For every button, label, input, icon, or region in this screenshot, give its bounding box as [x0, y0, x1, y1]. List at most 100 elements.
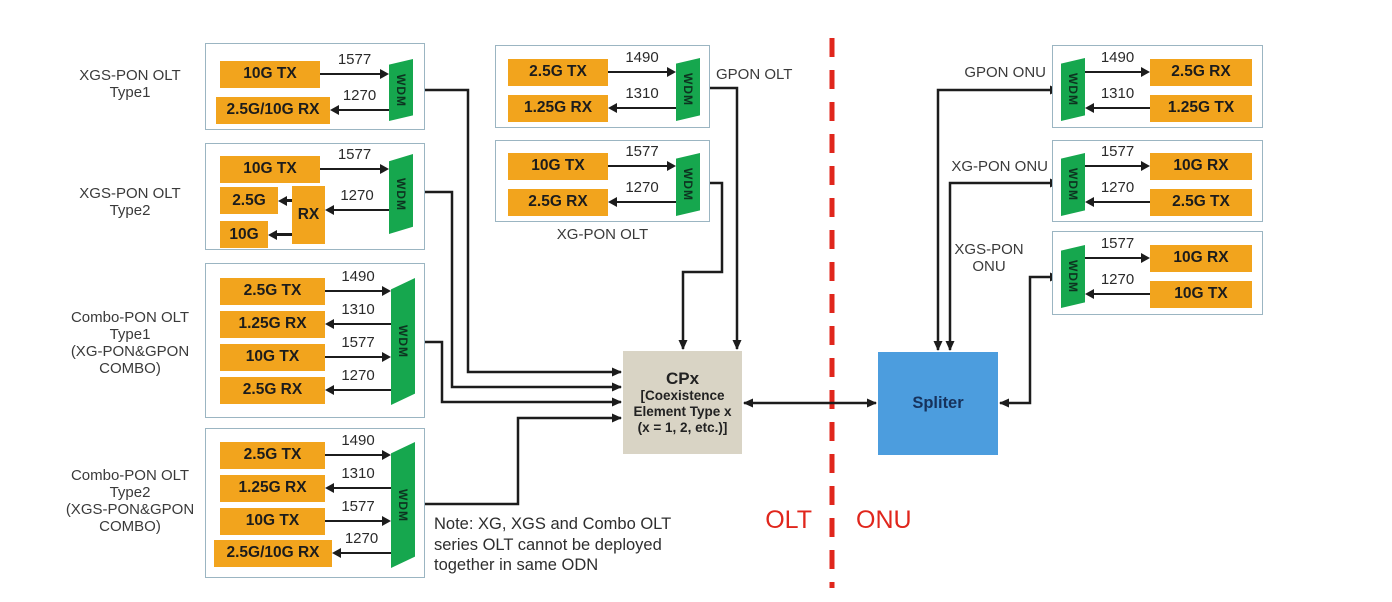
arrow-xgs-pon-olt-type2-rx-line	[334, 208, 389, 212]
wavelength-xgs-pon-olt-type1-1: 1270	[342, 87, 377, 104]
wavelength-combo-pon-olt-type2-2: 1577	[341, 498, 375, 515]
arrow-xgs-pon-olt-type2-out-1-head	[268, 229, 277, 240]
arrow-xg-pon-onu-1-head	[1085, 197, 1094, 207]
divider-olt-label: OLT	[765, 506, 812, 534]
arrow-combo-pon-olt-type2-3-head	[332, 548, 341, 558]
arrow-combo-pon-olt-type2-1-head	[325, 483, 334, 493]
module-xg-pon-onu-1: 2.5G TX	[1150, 188, 1252, 216]
connector-combo2-to-cpx	[416, 413, 622, 506]
module-xgs-pon-olt-type2-out-0: 2.5G	[220, 187, 278, 214]
cpx-box: CPx [Coexistence Element Type x (x = 1, …	[623, 351, 742, 454]
arrow-gpon-olt-0-head	[667, 67, 676, 77]
arrow-xgs-pon-olt-type2-0-head	[380, 164, 389, 174]
wavelength-xgs-pon-olt-type1-0: 1577	[337, 51, 372, 68]
wavelength-combo-pon-olt-type1-0: 1490	[341, 268, 375, 285]
arrow-xgs-pon-onu-1-line	[1094, 292, 1150, 296]
connector-combo1-to-cpx	[415, 337, 622, 407]
module-xgs-pon-olt-type1-0: 10G TX	[220, 60, 320, 88]
connector-splitter-to-xg-pon-onu	[945, 178, 1060, 351]
wavelength-gpon-olt-0: 1490	[625, 49, 659, 66]
arrow-xg-pon-onu-0-head	[1141, 161, 1150, 171]
wavelength-gpon-onu-0: 1490	[1100, 49, 1135, 66]
module-xg-pon-olt-1: 2.5G RX	[508, 188, 608, 216]
wdm-shape: WDM	[1061, 245, 1085, 308]
wavelength-xgs-pon-olt-type2-0: 1577	[337, 146, 372, 163]
cpx-subtitle: [Coexistence Element Type x (x = 1, 2, e…	[633, 388, 732, 435]
arrow-combo-pon-olt-type1-2-head	[382, 352, 391, 362]
connector-gpon-olt-to-cpx	[700, 83, 742, 350]
arrow-combo-pon-olt-type1-1-line	[334, 322, 391, 326]
connector-splitter-to-gpon-onu	[933, 85, 1060, 351]
module-combo-pon-olt-type2-2: 10G TX	[220, 507, 325, 535]
module-combo-pon-olt-type2-1: 1.25G RX	[220, 474, 325, 502]
arrow-gpon-olt-0-line	[608, 70, 667, 74]
wdm-shape: WDM	[389, 154, 413, 234]
wdm-label: WDM	[681, 168, 695, 201]
wdm-label: WDM	[1066, 73, 1080, 106]
xgs-pon-olt-type1-label: XGS-PON OLT Type1	[79, 67, 181, 101]
connector-xg-pon-olt-to-cpx	[678, 178, 724, 350]
module-xgs-pon-onu-1: 10G TX	[1150, 280, 1252, 308]
module-gpon-olt-1: 1.25G RX	[508, 94, 608, 122]
wdm-shape: WDM	[676, 58, 700, 121]
wdm-label: WDM	[396, 325, 410, 358]
wavelength-xgs-pon-olt-type2-rx: 1270	[340, 187, 374, 204]
note-text: Note: XG, XGS and Combo OLT series OLT c…	[434, 515, 672, 574]
module-combo-pon-olt-type1-0: 2.5G TX	[220, 277, 325, 305]
arrow-xgs-pon-olt-type1-1-line	[339, 108, 389, 112]
arrow-xgs-pon-olt-type1-0-line	[320, 72, 380, 76]
module-gpon-onu-1: 1.25G TX	[1150, 94, 1252, 122]
arrow-xgs-pon-onu-1-head	[1085, 289, 1094, 299]
xgs-pon-olt-type2-label: XGS-PON OLT Type2	[79, 185, 181, 219]
wavelength-combo-pon-olt-type2-0: 1490	[341, 432, 375, 449]
combo-pon-olt-type1-label: Combo-PON OLT Type1 (XG-PON&GPON COMBO)	[70, 309, 190, 377]
wdm-label: WDM	[394, 73, 408, 107]
wavelength-xgs-pon-onu-1: 1270	[1100, 271, 1135, 288]
module-xgs-pon-olt-type2-0: 10G TX	[220, 155, 320, 183]
arrow-combo-pon-olt-type1-0-line	[325, 289, 382, 293]
arrow-gpon-onu-0-line	[1085, 70, 1141, 74]
wavelength-gpon-olt-1: 1310	[625, 85, 659, 102]
wdm-label: WDM	[1066, 260, 1080, 293]
wavelength-xg-pon-onu-1: 1270	[1100, 179, 1135, 196]
wdm-label: WDM	[1066, 168, 1080, 201]
wavelength-combo-pon-olt-type1-1: 1310	[341, 301, 375, 318]
arrow-gpon-onu-0-head	[1141, 67, 1150, 77]
splitter-label: Spliter	[912, 394, 964, 412]
arrow-xgs-pon-olt-type2-out-1-line	[277, 233, 292, 236]
wdm-shape: WDM	[391, 442, 415, 568]
arrow-combo-pon-olt-type1-3-line	[334, 388, 391, 392]
arrow-combo-pon-olt-type2-2-head	[382, 516, 391, 526]
gpon-onu-label: GPON ONU	[964, 64, 1046, 81]
module-gpon-onu-0: 2.5G RX	[1150, 58, 1252, 86]
arrow-xg-pon-olt-0-line	[608, 164, 667, 168]
wdm-shape: WDM	[1061, 153, 1085, 216]
wavelength-xg-pon-olt-0: 1577	[625, 143, 659, 160]
module-combo-pon-olt-type1-2: 10G TX	[220, 343, 325, 371]
xg-pon-olt-label: XG-PON OLT	[556, 226, 649, 243]
arrow-combo-pon-olt-type1-0-head	[382, 286, 391, 296]
arrow-xgs-pon-olt-type2-out-0-line	[287, 199, 292, 202]
arrow-xg-pon-olt-1-line	[617, 200, 676, 204]
wavelength-combo-pon-olt-type2-3: 1270	[344, 530, 379, 547]
xg-pon-onu-label: XG-PON ONU	[951, 158, 1048, 175]
wavelength-combo-pon-olt-type1-2: 1577	[341, 334, 375, 351]
arrow-combo-pon-olt-type2-0-line	[325, 453, 382, 457]
arrow-xgs-pon-olt-type2-rx-head	[325, 205, 334, 215]
wdm-label: WDM	[396, 488, 410, 522]
wavelength-xgs-pon-onu-0: 1577	[1100, 235, 1135, 252]
module-combo-pon-olt-type1-1: 1.25G RX	[220, 310, 325, 338]
wdm-shape: WDM	[389, 59, 413, 121]
arrow-xg-pon-onu-1-line	[1094, 200, 1150, 204]
module-xgs-pon-onu-0: 10G RX	[1150, 244, 1252, 272]
wavelength-combo-pon-olt-type2-1: 1310	[341, 465, 375, 482]
arrow-gpon-olt-1-line	[617, 106, 676, 110]
wdm-shape: WDM	[676, 153, 700, 216]
arrow-gpon-onu-1-head	[1085, 103, 1094, 113]
module-xg-pon-olt-0: 10G TX	[508, 152, 608, 180]
arrow-xg-pon-olt-0-head	[667, 161, 676, 171]
wavelength-combo-pon-olt-type1-3: 1270	[341, 367, 375, 384]
arrow-xgs-pon-olt-type2-0-line	[320, 167, 380, 171]
